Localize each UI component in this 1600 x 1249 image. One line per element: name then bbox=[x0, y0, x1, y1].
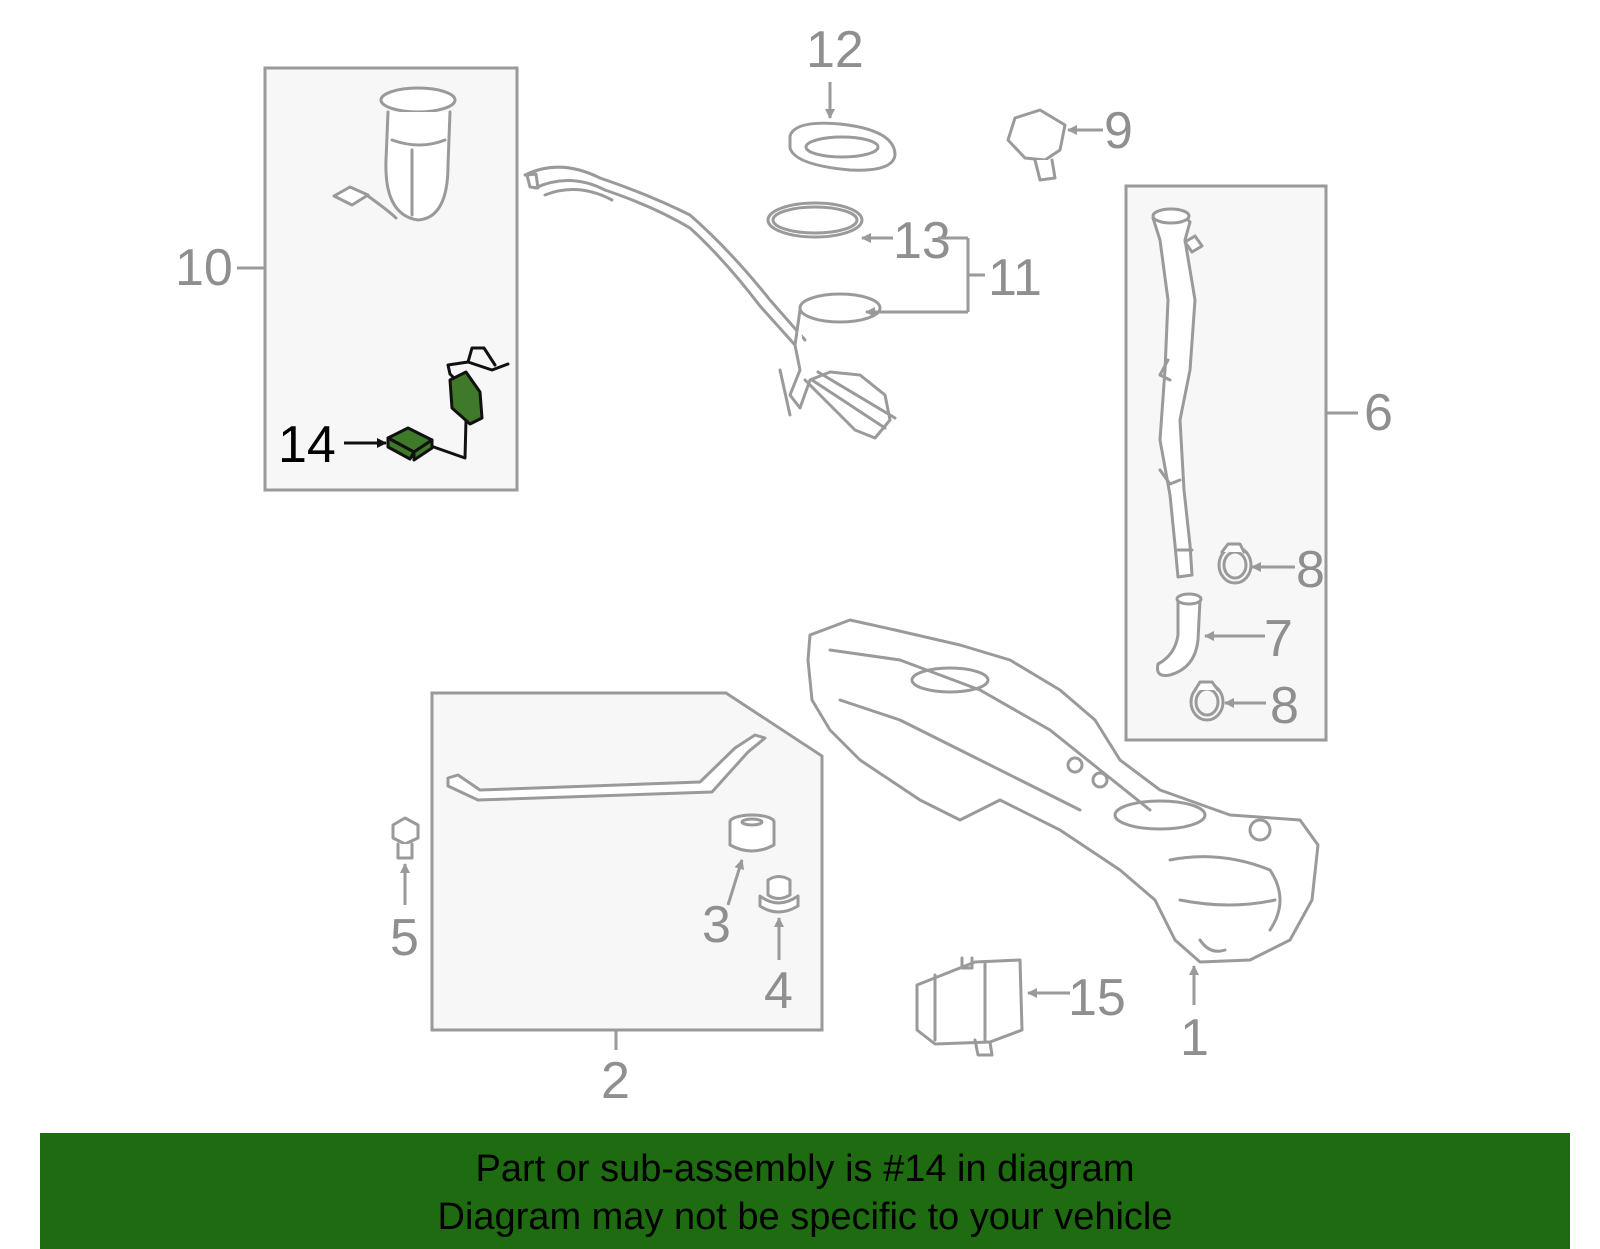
fuel-pump-module[interactable] bbox=[332, 86, 457, 222]
part-7-hose[interactable] bbox=[1156, 592, 1203, 677]
callout-5[interactable]: 5 bbox=[390, 909, 419, 967]
box-6 bbox=[1124, 184, 1328, 742]
part-14-level-sender[interactable] bbox=[386, 346, 510, 462]
callout-6[interactable]: 6 bbox=[1364, 384, 1393, 442]
fuel-tank-strap[interactable] bbox=[446, 733, 767, 802]
callout-4[interactable]: 4 bbox=[764, 962, 793, 1020]
part-4-grommet[interactable] bbox=[758, 875, 800, 914]
banner-line-2: Diagram may not be specific to your vehi… bbox=[437, 1196, 1173, 1238]
callout-7[interactable]: 7 bbox=[1264, 610, 1293, 668]
part-15-canister[interactable] bbox=[915, 956, 1024, 1057]
callout-14[interactable]: 14 bbox=[278, 416, 336, 474]
callout-3[interactable]: 3 bbox=[702, 896, 731, 954]
info-banner: Part or sub-assembly is #14 in diagram D… bbox=[40, 1133, 1570, 1249]
part-3-insulator[interactable] bbox=[728, 813, 776, 853]
callout-12[interactable]: 12 bbox=[806, 21, 864, 79]
part-8-clamp-lower[interactable] bbox=[1189, 680, 1225, 722]
callout-15[interactable]: 15 bbox=[1068, 969, 1126, 1027]
part-6-filler-neck[interactable] bbox=[1151, 207, 1204, 579]
banner-line-1: Part or sub-assembly is #14 in diagram bbox=[475, 1148, 1135, 1190]
callout-8-lower[interactable]: 8 bbox=[1270, 677, 1299, 735]
part-1-fuel-tank[interactable] bbox=[806, 618, 1320, 964]
callout-13[interactable]: 13 bbox=[893, 212, 951, 270]
callout-9[interactable]: 9 bbox=[1104, 102, 1133, 160]
callout-1[interactable]: 1 bbox=[1180, 1009, 1209, 1067]
callout-11[interactable]: 11 bbox=[988, 249, 1042, 307]
callout-10[interactable]: 10 bbox=[175, 239, 233, 297]
fuel-filler-hose-assembly[interactable] bbox=[523, 165, 897, 440]
part-13-seal[interactable] bbox=[766, 201, 864, 239]
callout-2[interactable]: 2 bbox=[601, 1052, 630, 1110]
part-5-bolt[interactable] bbox=[391, 816, 420, 860]
callout-8-upper[interactable]: 8 bbox=[1296, 541, 1325, 599]
part-12-lock-ring[interactable] bbox=[788, 121, 897, 172]
part-9-valve[interactable] bbox=[1006, 108, 1067, 182]
